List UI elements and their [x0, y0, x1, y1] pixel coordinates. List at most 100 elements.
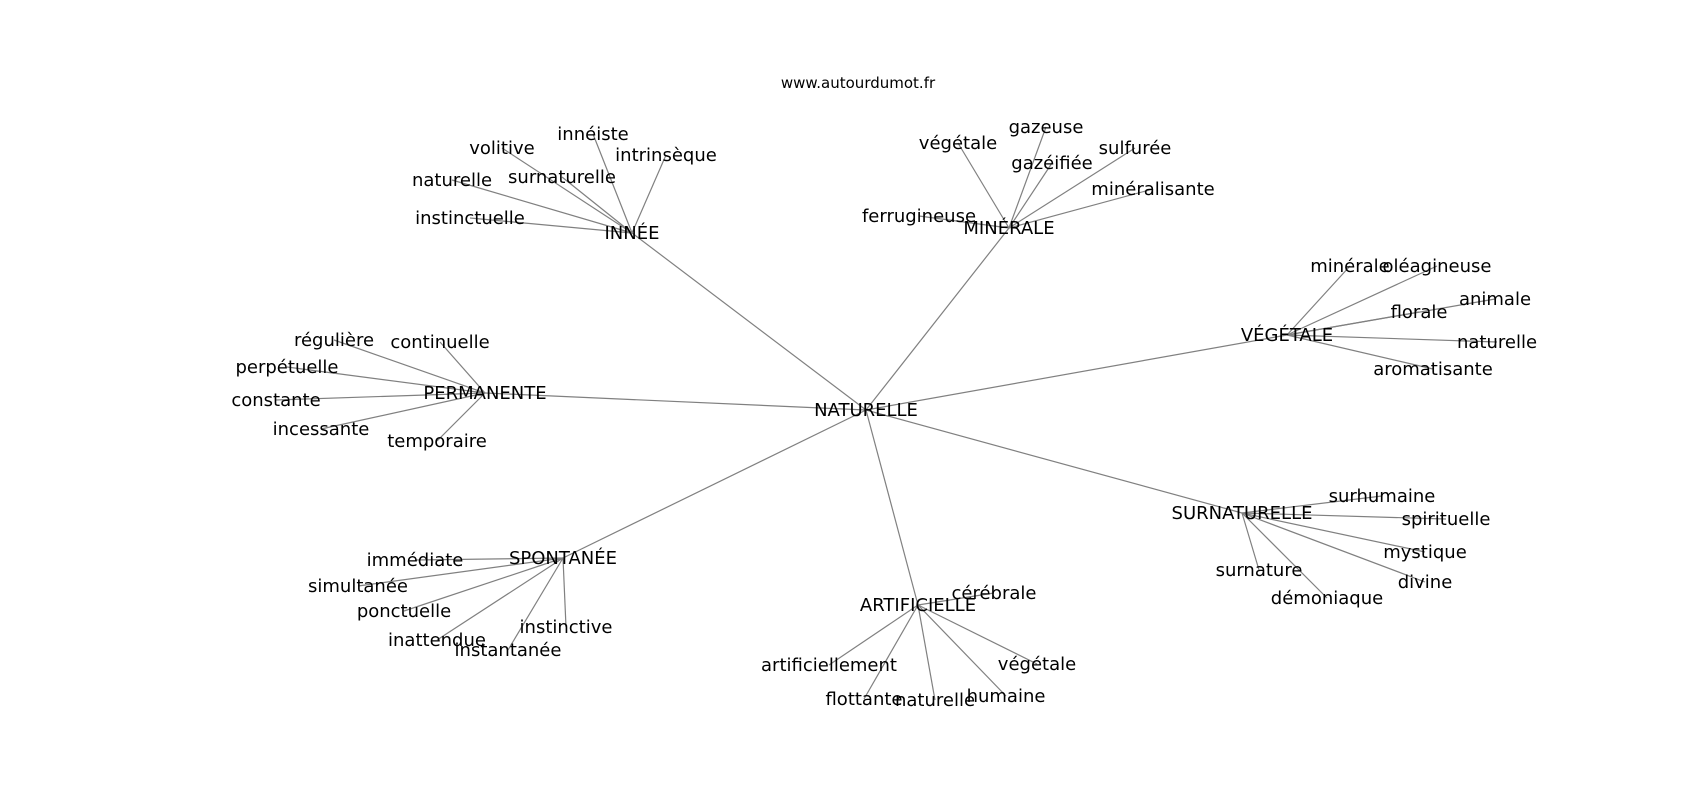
edge-minerale-leaf-3 [1008, 162, 1053, 229]
leaf-node-innee-5: instinctuelle [415, 208, 525, 229]
leaf-node-artificielle-2: végétale [998, 654, 1076, 675]
leaf-node-spontanee-3: instinctive [520, 617, 613, 638]
edge-spontanee-leaf-5 [507, 557, 564, 651]
edge-root-artificielle [865, 409, 919, 606]
edge-minerale-leaf-5 [918, 215, 1010, 229]
edge-spontanee-leaf-2 [403, 557, 564, 612]
cluster-node-permanente: PERMANENTE [423, 383, 546, 404]
cluster-node-surnaturelle: SURNATURELLE [1172, 503, 1313, 524]
edge-root-permanente [484, 392, 867, 411]
leaf-node-minerale-2: sulfurée [1099, 138, 1172, 159]
cluster-node-minerale: MINÉRALE [963, 217, 1054, 239]
leaf-node-minerale-1: végétale [919, 133, 997, 154]
edge-surnaturelle-leaf-1 [1241, 512, 1447, 520]
edge-surnaturelle-leaf-4 [1241, 512, 1426, 583]
edge-innee-leaf-3 [451, 179, 633, 234]
edge-permanente-leaf-3 [275, 392, 486, 401]
edge-surnaturelle-leaf-3 [1241, 512, 1260, 571]
graph-edges [275, 126, 1498, 701]
edge-minerale-leaf-2 [1008, 147, 1136, 229]
leaf-node-vegetale-5: aromatisante [1373, 359, 1493, 380]
leaf-node-vegetale-1: oléagineuse [1383, 256, 1492, 277]
leaf-node-minerale-5: ferrugineuse [862, 206, 976, 227]
edge-minerale-leaf-4 [1008, 188, 1154, 229]
leaf-node-vegetale-2: animale [1459, 289, 1531, 310]
leaf-node-artificielle-1: artificiellement [761, 655, 897, 676]
leaf-node-spontanee-0: immédiate [367, 550, 464, 571]
leaf-node-permanente-4: incessante [273, 419, 370, 440]
leaf-node-permanente-1: continuelle [390, 332, 489, 353]
leaf-node-vegetale-3: florale [1391, 302, 1448, 323]
edge-surnaturelle-leaf-2 [1241, 512, 1426, 553]
cluster-node-innee: INNÉE [605, 222, 660, 244]
leaf-node-minerale-4: minéralisante [1091, 179, 1214, 200]
edge-artificielle-leaf-0 [917, 592, 995, 606]
edge-vegetale-leaf-5 [1286, 334, 1434, 370]
cluster-node-vegetale: VÉGÉTALE [1241, 324, 1333, 346]
edge-surnaturelle-leaf-5 [1241, 512, 1328, 599]
edge-permanente-leaf-5 [436, 392, 486, 442]
leaf-node-surnaturelle-4: divine [1398, 572, 1453, 593]
edge-spontanee-leaf-3 [562, 557, 567, 628]
edge-permanente-leaf-2 [286, 366, 486, 394]
edge-vegetale-leaf-3 [1286, 311, 1420, 336]
leaf-node-spontanee-1: simultanée [308, 576, 408, 597]
edge-permanente-leaf-1 [439, 341, 486, 394]
edge-permanente-leaf-0 [333, 339, 486, 394]
leaf-node-surnaturelle-0: surhumaine [1329, 486, 1436, 507]
cluster-node-spontanee: SPONTANÉE [509, 547, 617, 569]
edge-root-innee [631, 232, 867, 411]
edge-innee-leaf-4 [561, 176, 633, 234]
edge-spontanee-leaf-1 [357, 557, 564, 587]
edge-vegetale-leaf-0 [1286, 265, 1351, 336]
edge-minerale-leaf-0 [1008, 126, 1047, 229]
leaf-node-artificielle-0: cérébrale [952, 583, 1037, 604]
edge-surnaturelle-leaf-0 [1241, 495, 1383, 514]
root-node-label: NATURELLE [814, 400, 918, 421]
leaf-node-vegetale-0: minérale [1310, 256, 1390, 277]
leaf-node-innee-4: surnaturelle [508, 167, 616, 188]
leaf-node-innee-1: volitive [469, 138, 534, 159]
edge-artificielle-leaf-4 [863, 604, 919, 700]
edge-innee-leaf-5 [469, 217, 633, 234]
edge-root-spontanee [562, 409, 867, 559]
leaf-node-minerale-3: gazéifiée [1011, 153, 1092, 174]
leaf-node-artificielle-3: humaine [967, 686, 1046, 707]
leaf-node-surnaturelle-2: mystique [1383, 542, 1467, 563]
leaf-node-innee-3: naturelle [412, 170, 492, 191]
edge-artificielle-leaf-2 [917, 604, 1038, 665]
edge-innee-leaf-0 [592, 133, 633, 234]
edge-artificielle-leaf-3 [917, 604, 1007, 697]
leaf-node-minerale-0: gazeuse [1009, 117, 1084, 138]
edge-innee-leaf-1 [501, 147, 633, 234]
source-label: www.autourdumot.fr [781, 74, 936, 92]
edge-root-minerale [865, 227, 1010, 411]
leaf-node-spontanee-4: inattendue [388, 630, 486, 651]
leaf-node-innee-2: intrinsèque [615, 145, 717, 166]
edge-spontanee-leaf-4 [436, 557, 564, 641]
leaf-node-spontanee-5: instantanée [455, 640, 562, 661]
leaf-node-spontanee-2: ponctuelle [357, 601, 451, 622]
edge-artificielle-leaf-5 [917, 604, 936, 701]
leaf-node-artificielle-5: naturelle [895, 690, 975, 711]
leaf-node-surnaturelle-1: spirituelle [1402, 509, 1491, 530]
edge-spontanee-leaf-0 [414, 557, 564, 561]
edge-minerale-leaf-1 [957, 142, 1010, 229]
edge-artificielle-leaf-1 [828, 604, 919, 666]
edge-permanente-leaf-4 [320, 392, 486, 430]
leaf-node-permanente-5: temporaire [387, 431, 487, 452]
leaf-node-permanente-2: perpétuelle [235, 357, 338, 378]
leaf-node-artificielle-4: flottante [825, 689, 902, 710]
leaf-node-vegetale-4: naturelle [1457, 332, 1537, 353]
leaf-node-innee-0: innéiste [557, 124, 628, 145]
leaf-node-permanente-3: constante [231, 390, 320, 411]
leaf-node-surnaturelle-3: surnature [1216, 560, 1303, 581]
leaf-node-surnaturelle-5: démoniaque [1271, 588, 1383, 609]
edge-root-vegetale [865, 334, 1288, 411]
edge-innee-leaf-2 [631, 154, 667, 234]
edge-vegetale-leaf-1 [1286, 265, 1438, 336]
graph-labels: www.autourdumot.fr NATURELLE INNÉE innéist… [231, 74, 1537, 711]
edge-root-surnaturelle [865, 409, 1243, 514]
edge-vegetale-leaf-4 [1286, 334, 1498, 343]
